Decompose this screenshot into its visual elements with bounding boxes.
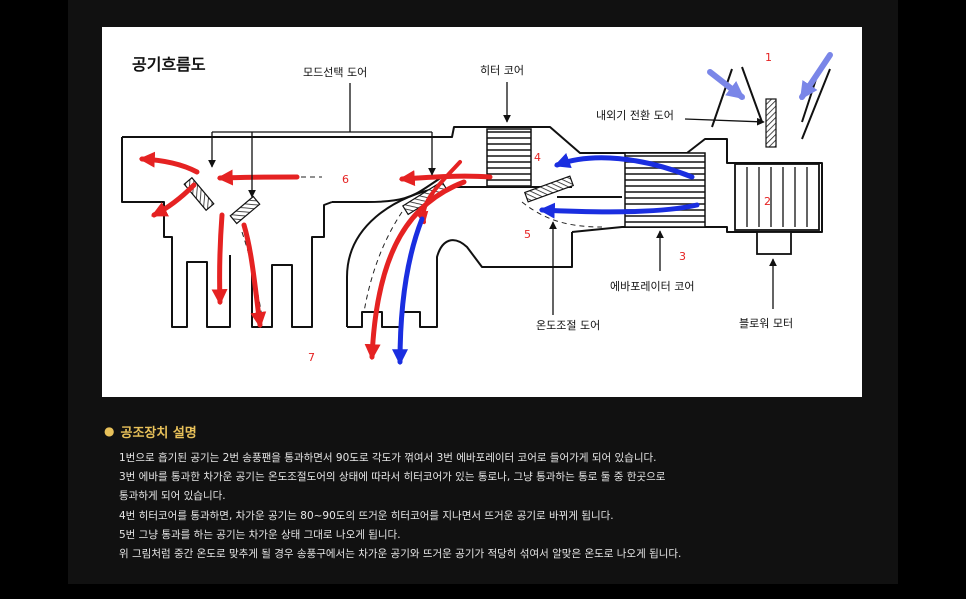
hot-air-duct-arrow: [216, 169, 300, 186]
recirc-door-label: 내외기 전환 도어: [596, 109, 674, 122]
evaporator-core: [624, 152, 706, 228]
number-7: 7: [308, 351, 315, 364]
duct-outline: [121, 66, 831, 328]
number-2: 2: [764, 195, 771, 208]
hot-air-left-vent-arrow: [138, 151, 200, 175]
hot-air-left-down-arrow: [151, 182, 197, 218]
hot-air-floor-right-arrow: [241, 222, 267, 329]
description-line: 1번으로 흡기된 공기는 2번 송풍팬을 통과하면서 90도로 각도가 꺾여서 …: [119, 452, 657, 464]
intake-arrow-right: [799, 52, 833, 100]
mode-door-label: 모드선택 도어: [303, 66, 367, 79]
number-6: 6: [342, 173, 349, 186]
heater-core-label: 히터 코어: [480, 63, 524, 77]
temp-door: [523, 175, 575, 203]
cold-air-upper-arrow: [553, 153, 695, 180]
description-section: ● 공조장치 설명 1번으로 흡기된 공기는 2번 송풍팬을 통과하면서 90도…: [104, 422, 864, 564]
heater-core: [486, 128, 532, 188]
number-4: 4: [534, 151, 541, 164]
bullet-icon: ●: [104, 424, 115, 438]
description-lines: 1번으로 흡기된 공기는 2번 송풍팬을 통과하면서 90도로 각도가 꺾여서 …: [119, 449, 864, 564]
mode-door-right: [229, 195, 261, 225]
leader-lines: [208, 82, 777, 315]
cold-air-lower-arrow: [538, 202, 700, 219]
hot-air-outlet-arrow: [364, 179, 467, 361]
description-line: 4번 히터코어를 통과하면, 차가운 공기는 80~90도의 뜨거운 히터코어를…: [119, 509, 614, 522]
recirc-door: [765, 98, 777, 148]
description-heading-text: 공조장치 설명: [120, 425, 197, 441]
number-5: 5: [524, 228, 531, 241]
diagram-title: 공기흐름도: [132, 55, 206, 74]
evaporator-core-label: 에바포레이터 코어: [610, 280, 694, 293]
hot-air-curve-arrow: [415, 160, 462, 225]
number-3: 3: [679, 250, 686, 263]
mode-door-left: [183, 176, 215, 212]
blower-motor-label: 블로워 모터: [739, 317, 793, 330]
intake-arrow-left: [707, 69, 745, 100]
blower-fan: [734, 163, 820, 231]
cold-air-outlet-arrow: [392, 216, 425, 366]
description-heading: ● 공조장치 설명: [104, 422, 864, 441]
airflow-diagram: 공기흐름도 모드선택 도어 히터 코어 내외기 전환 도어 에바포레이터 코어 …: [102, 27, 862, 397]
hot-air-floor-left-arrow: [211, 212, 228, 306]
blower-motor: [756, 231, 792, 255]
airflow-diagram-svg: 공기흐름도 모드선택 도어 히터 코어 내외기 전환 도어 에바포레이터 코어 …: [121, 51, 833, 366]
temp-door-label: 온도조절 도어: [536, 319, 600, 332]
number-1: 1: [765, 51, 772, 64]
description-line: 3번 에바를 통과한 차가운 공기는 온도조절도어의 상태에 따라서 히터코어가…: [119, 471, 666, 484]
description-line: 통과하게 되어 있습니다.: [119, 490, 226, 503]
description-line: 위 그림처럼 중간 온도로 맞추게 될 경우 송풍구에서는 차가운 공기와 뜨거…: [119, 548, 682, 561]
description-line: 5번 그냥 통과를 하는 공기는 차가운 상태 그대로 나오게 됩니다.: [119, 528, 401, 541]
air-flow-arrows: [138, 52, 833, 366]
